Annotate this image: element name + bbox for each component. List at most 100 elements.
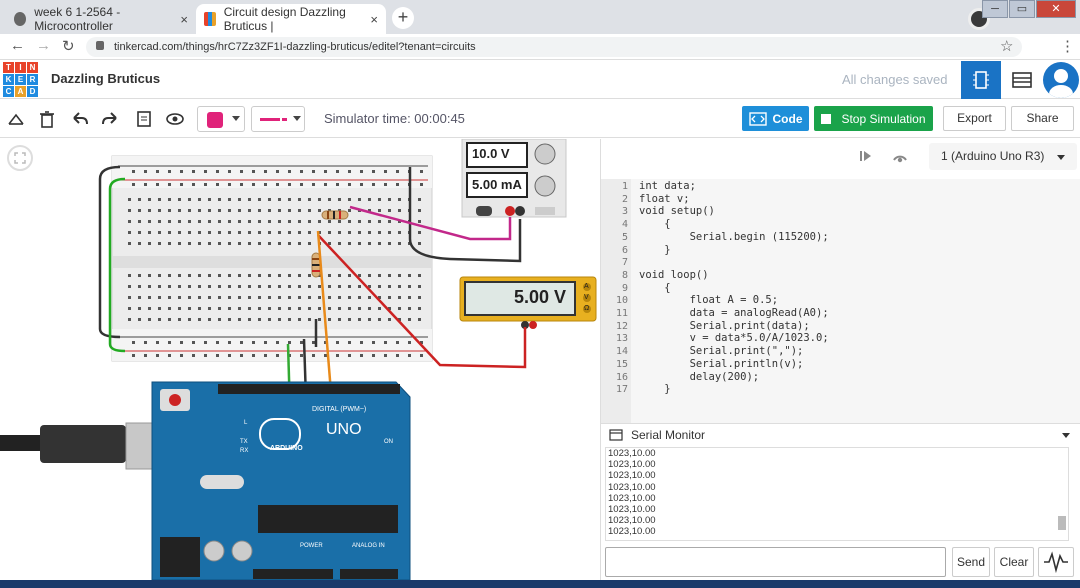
- arduino-uno-board[interactable]: [151, 381, 411, 580]
- rail-hole: [168, 170, 171, 173]
- rail-hole: [336, 341, 339, 344]
- power-supply[interactable]: [461, 139, 567, 218]
- breadboard-hole: [408, 274, 411, 277]
- rail-hole: [264, 341, 267, 344]
- maximize-button[interactable]: ▭: [1009, 0, 1035, 18]
- breadboard-hole: [338, 220, 341, 223]
- user-avatar[interactable]: [1043, 62, 1079, 98]
- serial-input[interactable]: [605, 547, 946, 577]
- notes-icon[interactable]: [134, 109, 154, 129]
- chevron-down-icon[interactable]: [1062, 433, 1070, 438]
- breadboard-hole: [398, 242, 401, 245]
- upload-run-icon[interactable]: [858, 148, 874, 164]
- breadboard-hole: [188, 307, 191, 310]
- multimeter[interactable]: [459, 276, 597, 329]
- fill-color-dropdown[interactable]: [197, 106, 245, 132]
- rail-hole: [156, 354, 159, 357]
- board-select-dropdown[interactable]: 1 (Arduino Uno R3): [929, 143, 1077, 170]
- breadboard-hole: [158, 209, 161, 212]
- bookmark-star-icon[interactable]: ☆: [1000, 38, 1014, 55]
- breadboard-hole: [268, 209, 271, 212]
- rail-hole: [132, 183, 135, 186]
- component-list-button[interactable]: [1005, 61, 1039, 99]
- breadboard-hole: [258, 198, 261, 201]
- breadboard-hole: [218, 318, 221, 321]
- tinkercad-logo[interactable]: T I N K E R C A D: [3, 62, 38, 97]
- code-button[interactable]: Code: [742, 106, 809, 131]
- fit-view-button[interactable]: [7, 145, 33, 171]
- breadboard[interactable]: [111, 155, 433, 362]
- send-button[interactable]: Send: [952, 547, 990, 577]
- design-title[interactable]: Dazzling Bruticus: [51, 71, 161, 86]
- breadboard-hole: [128, 307, 131, 310]
- breadboard-hole: [188, 209, 191, 212]
- breadboard-hole: [148, 274, 151, 277]
- graph-button[interactable]: [1038, 547, 1074, 577]
- back-button[interactable]: ←: [10, 37, 25, 54]
- line-number: 3: [621, 206, 628, 218]
- mode-volt[interactable]: V: [584, 294, 589, 301]
- wire-style-dropdown[interactable]: [251, 106, 305, 132]
- reload-button[interactable]: ↻: [62, 38, 75, 55]
- url-field[interactable]: tinkercad.com/things/hrC7Zz3ZF1I-dazzlin…: [86, 37, 1022, 57]
- rail-hole: [408, 354, 411, 357]
- breadboard-hole: [388, 198, 391, 201]
- mode-ohm[interactable]: Ω: [584, 305, 590, 312]
- multimeter-modes[interactable]: A V Ω: [584, 281, 589, 314]
- breadboard-hole: [158, 220, 161, 223]
- serial-scrollbar[interactable]: [1058, 516, 1066, 530]
- browser-tab-circuit-design[interactable]: Circuit design Dazzling Bruticus | ×: [196, 4, 386, 34]
- breadboard-hole: [398, 231, 401, 234]
- power-supply-voltage: 10.0 V: [472, 146, 510, 161]
- rail-hole: [300, 354, 303, 357]
- rail-hole: [396, 183, 399, 186]
- breadboard-hole: [198, 296, 201, 299]
- minimize-button[interactable]: ─: [982, 0, 1008, 18]
- code-line: Serial.print(data);: [639, 319, 810, 332]
- simulator-time: Simulator time: 00:00:45: [324, 111, 465, 126]
- list-icon: [1012, 72, 1032, 88]
- close-window-button[interactable]: ✕: [1036, 0, 1076, 18]
- close-tab-icon[interactable]: ×: [370, 11, 378, 27]
- export-button[interactable]: Export: [943, 106, 1006, 131]
- browser-tab-microcontroller[interactable]: week 6 1-2564 - Microcontroller ×: [6, 4, 196, 34]
- share-button[interactable]: Share: [1011, 106, 1074, 131]
- breadboard-hole: [208, 285, 211, 288]
- circuit-view-button[interactable]: [961, 61, 1001, 99]
- resistor[interactable]: [321, 210, 349, 220]
- breadboard-hole: [158, 296, 161, 299]
- breadboard-hole: [308, 307, 311, 310]
- breadboard-hole: [178, 209, 181, 212]
- clear-button[interactable]: Clear: [994, 547, 1034, 577]
- breadboard-hole: [178, 231, 181, 234]
- forward-button[interactable]: →: [36, 37, 51, 54]
- breadboard-hole: [268, 274, 271, 277]
- rail-hole: [228, 341, 231, 344]
- line-number: 13: [615, 333, 628, 345]
- serial-monitor-header[interactable]: Serial Monitor: [601, 424, 1080, 446]
- undo-icon[interactable]: [70, 109, 90, 129]
- breadboard-hole: [378, 274, 381, 277]
- mode-ampere[interactable]: A: [584, 283, 589, 290]
- close-tab-icon[interactable]: ×: [180, 11, 188, 27]
- breadboard-hole: [358, 242, 361, 245]
- breadboard-hole: [138, 231, 141, 234]
- visibility-eye-icon[interactable]: [165, 109, 185, 129]
- resistor[interactable]: [311, 252, 321, 278]
- code-line: {: [639, 218, 671, 231]
- debugger-icon[interactable]: [891, 148, 909, 164]
- rail-hole: [264, 183, 267, 186]
- code-line: void loop(): [639, 268, 709, 281]
- new-tab-button[interactable]: +: [392, 7, 414, 29]
- breadboard-hole: [258, 231, 261, 234]
- browser-menu-icon[interactable]: ⋮: [1060, 38, 1075, 55]
- breadboard-hole: [248, 209, 251, 212]
- rotate-icon[interactable]: [6, 109, 26, 129]
- rail-hole: [168, 183, 171, 186]
- delete-icon[interactable]: [37, 109, 57, 129]
- redo-icon[interactable]: [100, 109, 120, 129]
- stop-simulation-button[interactable]: Stop Simulation: [814, 106, 933, 131]
- circuit-canvas[interactable]: 10.0 V 5.00 mA 5.00 V A V Ω DIGITAL (PWM…: [0, 139, 600, 580]
